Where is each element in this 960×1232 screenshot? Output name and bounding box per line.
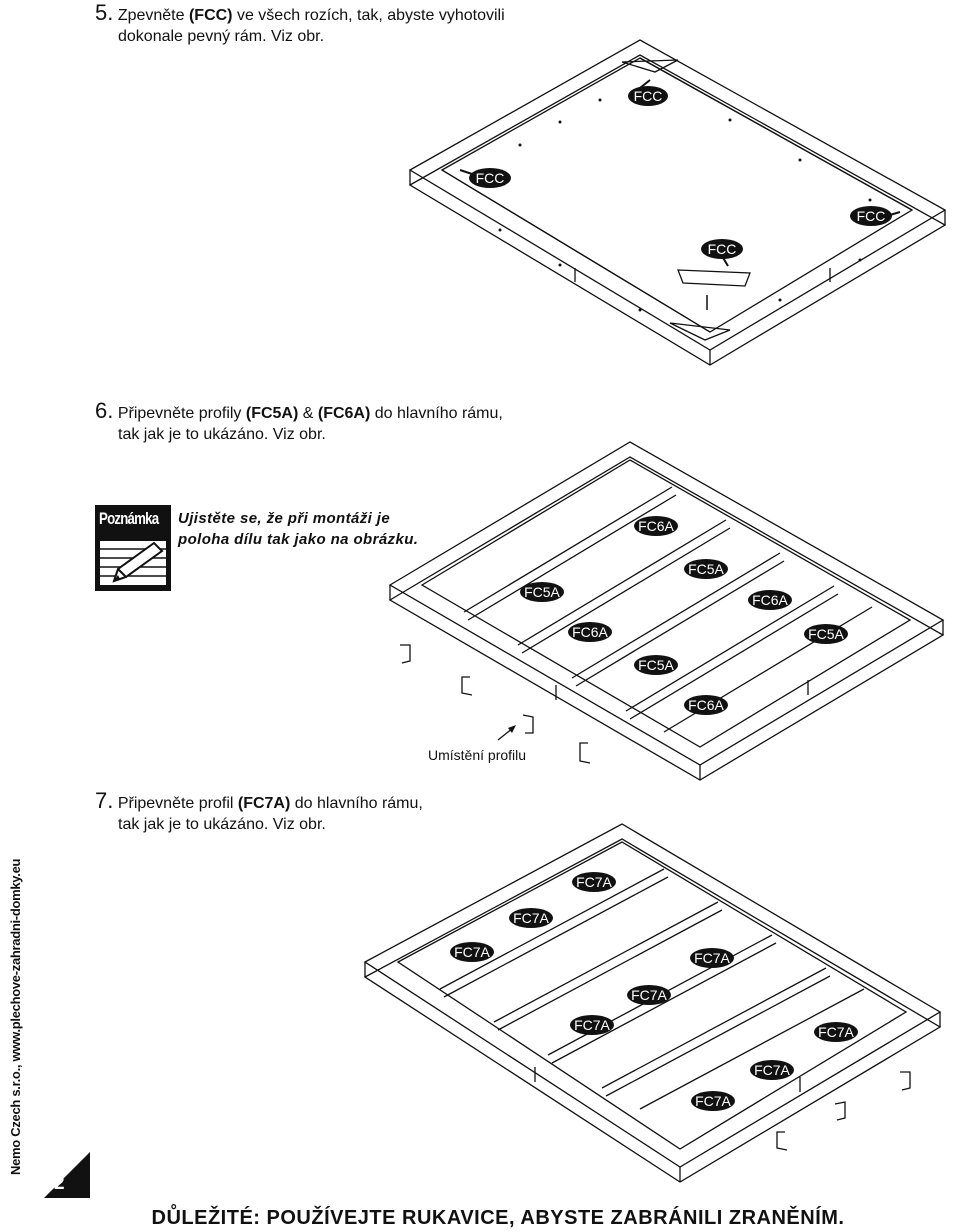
step-text: do hlavního rámu,: [290, 795, 423, 812]
pencil-note-icon: Poznámka: [95, 505, 171, 591]
fc7a-tag: FC7A: [572, 872, 616, 892]
step-text: do hlavního rámu,: [370, 405, 503, 422]
fc5a-tag: FC5A: [634, 655, 678, 675]
fcc-tag: FCC: [628, 79, 668, 106]
fc5a-tag: FC5A: [684, 559, 728, 579]
step-text-line2: dokonale pevný rám. Viz obr.: [118, 28, 325, 45]
fc6a-tag: FC6A: [568, 622, 612, 642]
step-7-instruction: 7. Připevněte profil (FC7A) do hlavního …: [95, 790, 423, 835]
part-code: (FC6A): [317, 405, 371, 422]
part-label: FC6A: [688, 697, 724, 713]
part-code: (FC7A): [237, 795, 291, 812]
publisher-sidebar: Nemo Czech s.r.o., www.plechove-zahradni…: [8, 858, 23, 1175]
part-label: FCC: [708, 241, 737, 257]
part-label: FC5A: [638, 657, 674, 673]
fc7a-tag: FC7A: [509, 908, 553, 928]
note-line: Ujistěte se, že při montáži je: [178, 510, 391, 527]
page-number: 2: [54, 1173, 65, 1194]
step-5-instruction: 5. Zpevněte (FCC) ve všech rozích, tak, …: [95, 2, 505, 47]
fc7a-tag: FC7A: [691, 1091, 735, 1111]
part-label: FCC: [857, 208, 886, 224]
page-corner-triangle: [44, 1152, 90, 1198]
fc6a-tag: FC6A: [634, 516, 678, 536]
part-label: FC5A: [808, 626, 844, 642]
step-text: Připevněte profily: [117, 405, 246, 422]
part-label: FC6A: [572, 624, 608, 640]
part-label: FCC: [634, 88, 663, 104]
step-number: 6.: [95, 398, 114, 423]
figure-frame-corners: FCC FCC FCC FCC: [408, 39, 947, 366]
fc7a-tag: FC7A: [750, 1060, 794, 1080]
note-paper: [100, 541, 166, 585]
step-number: 5.: [95, 0, 114, 25]
fcc-tag: FCC: [459, 168, 511, 188]
step-6-instruction: 6. Připevněte profily (FC5A) & (FC6A) do…: [95, 400, 503, 445]
part-label: FC7A: [818, 1024, 854, 1040]
fc7a-tag: FC7A: [450, 942, 494, 962]
step-text: Připevněte profil: [117, 795, 238, 812]
step-text-line2: tak jak je to ukázáno. Viz obr.: [118, 426, 326, 443]
part-label: FCC: [476, 170, 505, 186]
fc7a-tag: FC7A: [570, 1015, 614, 1035]
step-text-line2: tak jak je to ukázáno. Viz obr.: [118, 816, 326, 833]
part-code: (FC5A): [245, 405, 299, 422]
part-label: FC5A: [688, 561, 724, 577]
fc5a-tag: FC5A: [804, 624, 848, 644]
part-label: FC7A: [754, 1062, 790, 1078]
note-line: poloha dílu tak jako na obrázku.: [178, 531, 419, 548]
fc6a-tag: FC6A: [748, 590, 792, 610]
part-label: FC6A: [752, 592, 788, 608]
fc7a-tag: FC7A: [814, 1022, 858, 1042]
safety-warning: DŮLEŽITÉ: POUŽÍVEJTE RUKAVICE, ABYSTE ZA…: [151, 1207, 845, 1229]
part-label: FC7A: [694, 950, 730, 966]
fcc-tag: FCC: [850, 206, 901, 226]
part-label: FC5A: [524, 584, 560, 600]
part-label: FC7A: [695, 1093, 731, 1109]
part-code: (FCC): [188, 7, 233, 24]
part-label: FC7A: [631, 987, 667, 1003]
part-label: FC7A: [576, 874, 612, 890]
part-label: FC7A: [513, 910, 549, 926]
step-text: &: [298, 405, 318, 422]
note-text: Ujistěte se, že při montáži je poloha dí…: [178, 508, 418, 550]
part-label: FC6A: [638, 518, 674, 534]
fc7a-tag: FC7A: [690, 948, 734, 968]
fc5a-tag: FC5A: [520, 582, 564, 602]
step-number: 7.: [95, 788, 114, 813]
part-label: FC7A: [454, 944, 490, 960]
fc7a-tag: FC7A: [627, 985, 671, 1005]
step-text: Zpevněte: [117, 7, 189, 24]
step-text: ve všech rozích, tak, abyste vyhotovili: [232, 7, 505, 24]
figure-frame-fc7a: FC7A FC7A FC7A FC7A FC7A FC7A FC7A FC7A …: [363, 823, 942, 1183]
figure-frame-profiles: FC6A FC5A FC5A FC6A FC6A FC5A FC5A FC6A: [388, 441, 945, 781]
part-label: FC7A: [574, 1017, 610, 1033]
fcc-tag: FCC: [701, 239, 743, 267]
fc6a-tag: FC6A: [684, 695, 728, 715]
note-icon-label: Poznámka: [99, 509, 159, 528]
profile-position-caption: Umístění profilu: [428, 747, 527, 763]
